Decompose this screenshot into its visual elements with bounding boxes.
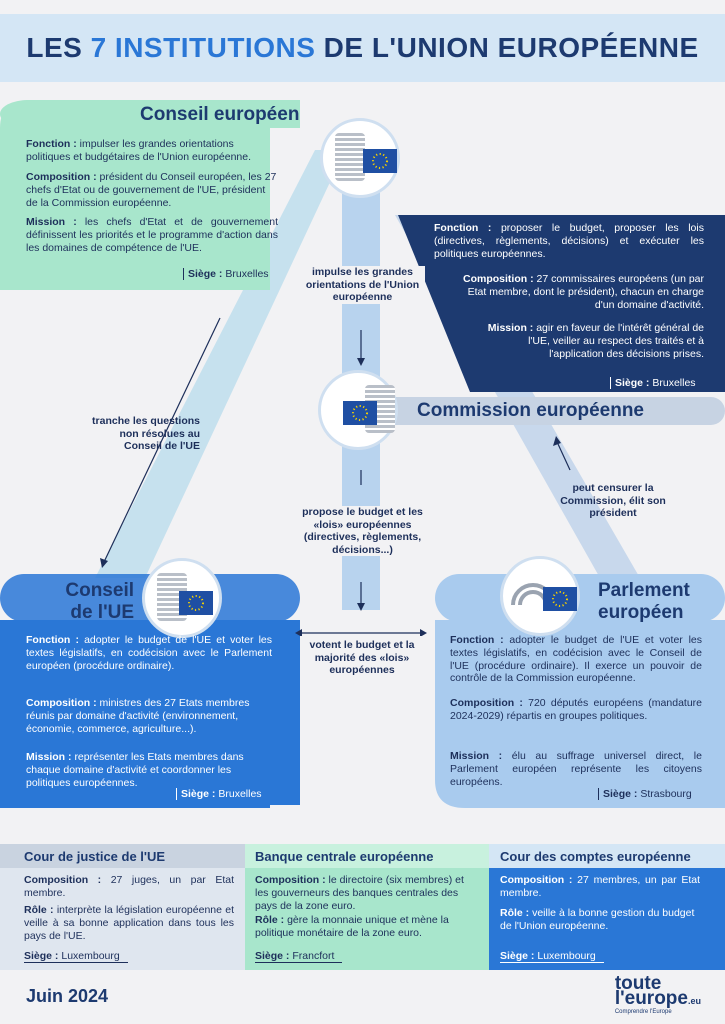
bce-role: Rôle : gère la monnaie unique et mène la…	[255, 914, 449, 939]
conseil-europeen-mission: Mission : les chefs d'Etat et de gouvern…	[26, 216, 278, 254]
conseil-europeen-fonction: Fonction : impulser les grandes orientat…	[26, 138, 252, 163]
eu-flag-icon	[543, 587, 577, 611]
parlement-composition: Composition : 720 députés européens (man…	[450, 697, 702, 722]
cour-justice-siege: Siège : Luxembourg	[24, 950, 128, 963]
parlement-emblem	[500, 556, 580, 636]
commission-fonction: Fonction : proposer le budget, proposer …	[434, 222, 704, 260]
toute-leurope-logo: toute l'europe.eu Comprendre l'Europe	[614, 973, 701, 1015]
building-icon	[335, 133, 365, 181]
commission-title: Commission européenne	[417, 400, 644, 421]
cour-comptes-role: Rôle : veille à la bonne gestion du budg…	[500, 907, 695, 932]
eu-flag-icon	[363, 149, 397, 173]
cour-justice-title: Cour de justice de l'UE	[24, 849, 166, 864]
conseil-europeen-composition: Composition : président du Conseil europ…	[26, 171, 277, 209]
header-band	[0, 14, 725, 82]
cour-justice-composition: Composition : 27 juges, un par Etat memb…	[24, 874, 234, 899]
commission-siege: Siège : Bruxelles	[610, 377, 696, 389]
bce-siege: Siège : Francfort	[255, 950, 343, 963]
conseil-ue-mission: Mission : représenter les Etats membres …	[26, 751, 244, 789]
eu-flag-icon	[179, 591, 213, 615]
bce-composition: Composition : le directoire (six membres…	[255, 874, 464, 912]
flow-propose-label: propose le budget et les «lois» européen…	[300, 506, 425, 556]
parlement-fonction: Fonction : adopter le budget de l'UE et …	[450, 634, 702, 685]
conseil-ue-siege: Siège : Bruxelles	[176, 788, 262, 800]
conseil-europeen-title: Conseil européen	[140, 104, 300, 125]
eu-flag-icon	[343, 401, 377, 425]
conseil-ue-fonction: Fonction : adopter le budget de l'UE et …	[26, 634, 272, 672]
conseil-europeen-emblem	[320, 118, 400, 198]
flow-impulse-label: impulse les grandes orientations de l'Un…	[300, 266, 425, 304]
parlement-siege: Siège : Strasbourg	[598, 788, 692, 800]
cour-comptes-siege: Siège : Luxembourg	[500, 950, 604, 963]
cour-comptes-composition: Composition : 27 membres, un par Etat me…	[500, 874, 701, 899]
cour-comptes-title: Cour des comptes européenne	[500, 849, 691, 864]
flow-tranche-label: tranche les questions non résolues au Co…	[92, 415, 200, 452]
conseil-ue-composition: Composition : ministres des 27 Etats mem…	[26, 697, 250, 735]
page-title: LES 7 INSTITUTIONS DE L'UNION EUROPÉENNE	[26, 32, 699, 63]
publication-date: Juin 2024	[26, 986, 109, 1006]
flow-votent-label: votent le budget et la majorité des «loi…	[309, 639, 415, 676]
parlement-mission: Mission : élu au suffrage universel dire…	[450, 750, 702, 788]
bce-title: Banque centrale européenne	[255, 849, 434, 864]
conseil-ue-emblem	[142, 558, 222, 638]
conseil-europeen-siege: Siège : Bruxelles	[183, 268, 269, 280]
flow-censurer-label: peut censurer la Commission, élit son pr…	[560, 482, 666, 519]
commission-composition: Composition : 27 commissaires européens …	[463, 273, 704, 311]
cour-justice-role: Rôle : interprète la législation europée…	[24, 904, 235, 942]
commission-mission: Mission : agir en faveur de l'intérêt gé…	[487, 322, 704, 360]
commission-emblem	[318, 370, 398, 450]
